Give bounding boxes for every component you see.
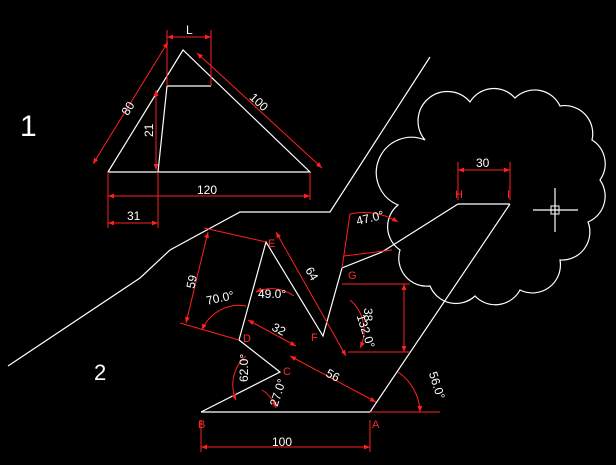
part-label-1: 1: [20, 110, 37, 143]
dim-38: 38: [361, 308, 375, 322]
dim-120: 120: [197, 183, 217, 197]
point-label-D: D: [243, 333, 251, 345]
dim-56: 56: [324, 366, 343, 385]
dim-30: 30: [476, 156, 490, 170]
angle-56: 56.0°: [426, 370, 448, 401]
point-label-I: I: [507, 189, 510, 201]
crosshair-cursor-icon: [533, 188, 578, 232]
point-label-H: H: [455, 189, 463, 201]
point-label-F: F: [311, 332, 318, 344]
dim-31: 31: [127, 209, 141, 223]
angle-62: 62.0°: [237, 354, 251, 382]
dim-100: 100: [247, 90, 271, 114]
part-1-dimensions: [92, 30, 323, 228]
dim-L: L: [186, 23, 193, 37]
dim-21: 21: [142, 123, 156, 137]
divider-line: [7, 56, 431, 367]
part-2-dimensions: [179, 162, 511, 452]
part-label-2: 2: [94, 360, 106, 385]
dim-64: 64: [302, 264, 321, 283]
point-label-B: B: [198, 419, 205, 431]
point-label-C: C: [283, 366, 291, 378]
dim-100-bottom: 100: [272, 435, 292, 449]
part-1-triangle: [107, 49, 312, 173]
dim-80: 80: [119, 99, 138, 118]
point-label-G: G: [348, 270, 357, 282]
angle-49: 49.0°: [258, 287, 286, 301]
angle-70: 70.0°: [205, 288, 236, 308]
angle-27: 27.0°: [267, 377, 289, 408]
point-label-E: E: [268, 238, 275, 250]
dim-59: 59: [183, 273, 200, 289]
angle-47: 47.0°: [355, 208, 386, 228]
cloud-shape: [375, 87, 606, 306]
point-label-A: A: [372, 419, 380, 431]
dim-32: 32: [270, 320, 289, 339]
